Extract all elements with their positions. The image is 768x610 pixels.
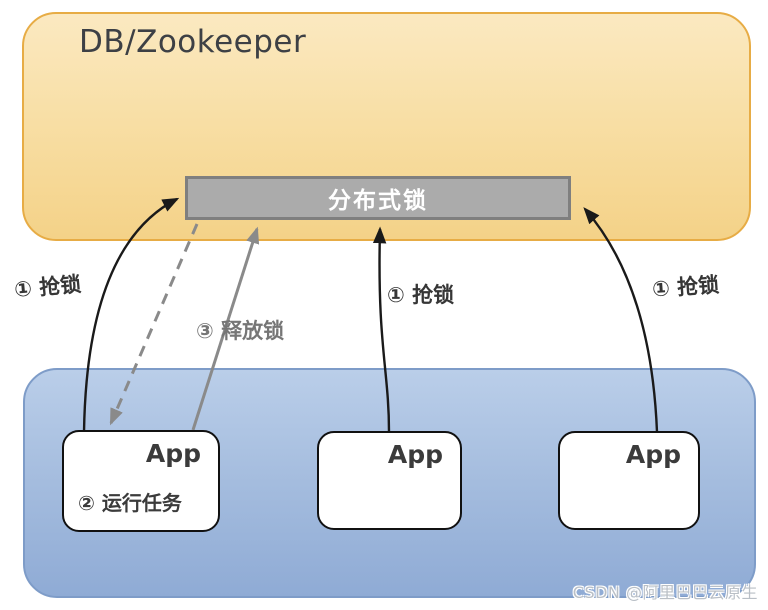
distributed-lock-box: 分布式锁	[185, 176, 571, 220]
run-task-label: ② 运行任务	[78, 491, 182, 515]
csdn-watermark: CSDN @阿里巴巴云原生	[572, 583, 758, 602]
app-node-3-label: App	[625, 440, 681, 469]
db-zookeeper-title: DB/Zookeeper	[79, 24, 307, 60]
app-node-2: App	[317, 431, 462, 530]
release-lock-label: ③ 释放锁	[196, 319, 285, 343]
app-node-3: App	[558, 431, 700, 530]
grab-lock-label-left: ① 抢锁	[13, 272, 83, 302]
grab-lock-label-right: ① 抢锁	[651, 272, 720, 302]
app-node-1-label: App	[145, 439, 201, 468]
app-node-2-label: App	[387, 440, 443, 469]
app-node-1: App ② 运行任务	[62, 430, 220, 532]
distributed-lock-label: 分布式锁	[328, 188, 428, 214]
grab-lock-label-middle: ① 抢锁	[387, 283, 455, 307]
